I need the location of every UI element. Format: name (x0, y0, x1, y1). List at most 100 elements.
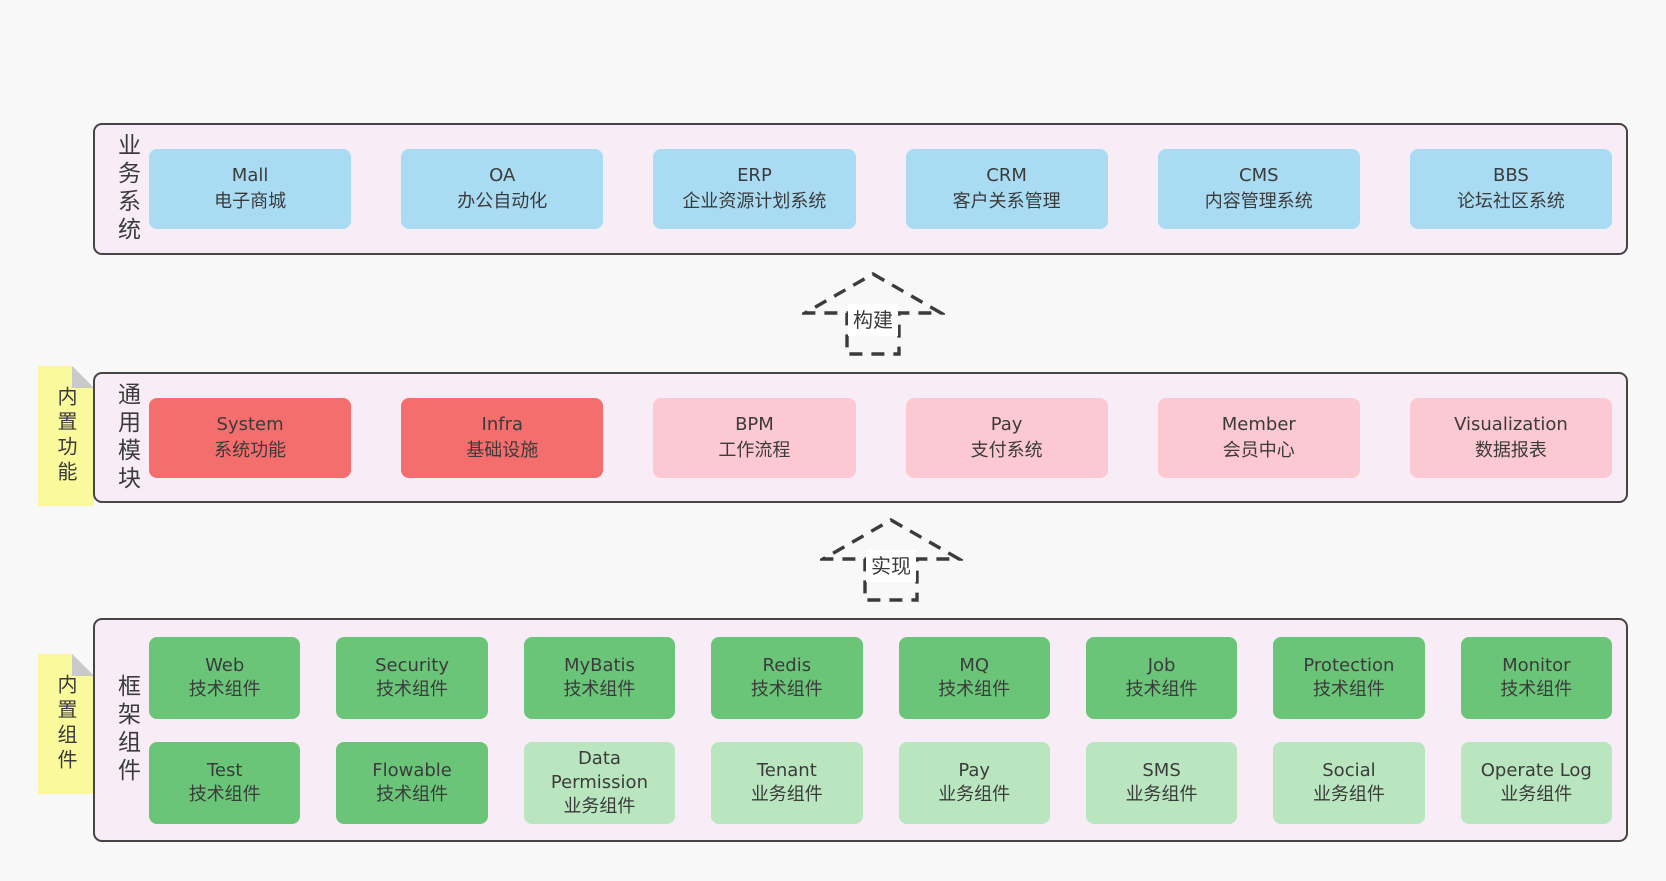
box-oa: OA 办公自动化 (401, 149, 604, 229)
box-subtitle: 企业资源计划系统 (682, 191, 827, 212)
panel-business-systems: 业务系统 Mall 电子商城 OA 办公自动化 ERP 企业资源计划系统 CRM… (93, 123, 1628, 255)
panel-label-common-modules: 通用模块 (113, 381, 140, 494)
box-subtitle: 业务组件 (1125, 783, 1198, 805)
sticky-note-label: 内置组件 (54, 674, 78, 774)
arrow-label-backdrop (848, 304, 898, 336)
box-title: Monitor (1502, 654, 1571, 676)
box-title: Tenant (756, 759, 817, 781)
box-mall: Mall 电子商城 (149, 149, 352, 229)
box-title: Pay (990, 413, 1023, 435)
box-title: Web (205, 654, 245, 676)
panel-framework-components: 框架组件 Web 技术组件 Security 技术组件 MyBatis 技术组件… (93, 618, 1628, 842)
box-pay-biz: Pay 业务组件 (898, 741, 1050, 824)
arrow-label-backdrop (866, 550, 916, 582)
box-tenant: Tenant 业务组件 (711, 741, 863, 824)
box-subtitle: 业务组件 (1312, 783, 1385, 805)
box-web: Web 技术组件 (149, 636, 301, 719)
component-box-row-2: Test 技术组件 Flowable 技术组件 Data Permission … (149, 741, 1612, 824)
module-boxes: System 系统功能 Infra 基础设施 BPM 工作流程 Pay 支付系统… (149, 374, 1613, 501)
box-title: MyBatis (563, 654, 635, 676)
sticky-note-built-in-components: 内置组件 (38, 654, 94, 794)
box-infra: Infra 基础设施 (401, 397, 604, 478)
box-subtitle: 业务组件 (1500, 783, 1573, 805)
box-title: BPM (735, 413, 774, 435)
box-operate-log: Operate Log 业务组件 (1460, 741, 1612, 824)
arrow-up-implement-icon: 实现 (820, 518, 963, 602)
box-protection: Protection 技术组件 (1273, 636, 1425, 719)
box-subtitle: 论坛社区系统 (1456, 191, 1565, 212)
box-subtitle: 技术组件 (188, 678, 261, 700)
box-title: SMS (1142, 759, 1181, 781)
box-subtitle: 技术组件 (563, 678, 636, 700)
box-title: Mall (231, 165, 269, 186)
box-subtitle: 业务组件 (750, 783, 823, 805)
box-subtitle: 业务组件 (938, 783, 1011, 805)
sticky-note-built-in-functions: 内置功能 (38, 366, 94, 506)
box-subtitle: 技术组件 (376, 678, 449, 700)
box-subtitle: 技术组件 (188, 783, 261, 805)
box-data-permission: Data Permission 业务组件 (523, 741, 676, 824)
box-title: CRM (986, 165, 1027, 186)
box-crm: CRM 客户关系管理 (905, 149, 1108, 229)
box-title: Data Permission (550, 747, 648, 793)
box-title: Security (375, 654, 450, 676)
box-title: Operate Log (1480, 759, 1592, 781)
box-mybatis: MyBatis 技术组件 (523, 636, 676, 719)
box-title: BBS (1493, 165, 1529, 186)
box-subtitle: 技术组件 (376, 783, 449, 805)
box-job: Job 技术组件 (1085, 636, 1238, 719)
box-monitor: Monitor 技术组件 (1460, 636, 1612, 719)
box-bpm: BPM 工作流程 (653, 397, 856, 478)
business-boxes: Mall 电子商城 OA 办公自动化 ERP 企业资源计划系统 CRM 客户关系… (149, 125, 1613, 253)
box-system: System 系统功能 (149, 397, 352, 478)
panel-common-modules: 通用模块 System 系统功能 Infra 基础设施 BPM 工作流程 Pay… (93, 372, 1628, 503)
box-security: Security 技术组件 (336, 636, 488, 719)
box-title: Infra (481, 413, 523, 435)
box-pay: Pay 支付系统 (905, 397, 1108, 478)
box-subtitle: 基础设施 (466, 439, 539, 461)
box-title: Visualization (1454, 413, 1568, 435)
box-title: Redis (762, 654, 812, 676)
panel-label-framework-components: 框架组件 (113, 674, 140, 786)
box-subtitle: 技术组件 (938, 678, 1011, 700)
box-subtitle: 会员中心 (1222, 439, 1295, 461)
box-title: Job (1147, 654, 1176, 676)
box-subtitle: 数据报表 (1474, 439, 1547, 461)
box-subtitle: 办公自动化 (457, 191, 548, 212)
box-social: Social 业务组件 (1273, 741, 1425, 824)
box-subtitle: 工作流程 (718, 439, 791, 461)
box-subtitle: 技术组件 (750, 678, 823, 700)
box-test: Test 技术组件 (149, 741, 301, 824)
component-box-row-1: Web 技术组件 Security 技术组件 MyBatis 技术组件 Redi… (149, 636, 1612, 719)
box-title: Test (206, 759, 243, 781)
box-subtitle: 系统功能 (214, 439, 287, 461)
panel-label-business-systems: 业务系统 (113, 133, 140, 245)
box-title: Social (1322, 759, 1376, 781)
box-title: Protection (1303, 654, 1395, 676)
box-subtitle: 支付系统 (970, 439, 1043, 461)
box-redis: Redis 技术组件 (711, 636, 863, 719)
box-subtitle: 业务组件 (563, 795, 636, 817)
sticky-note-label: 内置功能 (54, 386, 78, 486)
module-box-row: System 系统功能 Infra 基础设施 BPM 工作流程 Pay 支付系统… (149, 397, 1613, 478)
arrow-build-label: 构建 (853, 308, 893, 332)
box-subtitle: 技术组件 (1125, 678, 1198, 700)
box-erp: ERP 企业资源计划系统 (653, 149, 856, 229)
box-title: OA (489, 165, 516, 186)
component-boxes: Web 技术组件 Security 技术组件 MyBatis 技术组件 Redi… (149, 620, 1612, 840)
box-title: MQ (959, 654, 990, 676)
box-bbs: BBS 论坛社区系统 (1409, 149, 1613, 229)
box-mq: MQ 技术组件 (898, 636, 1050, 719)
box-subtitle: 技术组件 (1500, 678, 1573, 700)
business-box-row: Mall 电子商城 OA 办公自动化 ERP 企业资源计划系统 CRM 客户关系… (149, 149, 1613, 229)
box-title: ERP (737, 165, 772, 186)
arrow-implement-label: 实现 (871, 554, 911, 578)
box-title: System (216, 413, 284, 435)
arrow-up-build-icon: 构建 (802, 272, 945, 356)
box-sms: SMS 业务组件 (1085, 741, 1238, 824)
box-title: Flowable (372, 759, 452, 781)
box-title: CMS (1239, 165, 1279, 186)
box-title: Pay (958, 759, 991, 781)
box-subtitle: 技术组件 (1312, 678, 1385, 700)
